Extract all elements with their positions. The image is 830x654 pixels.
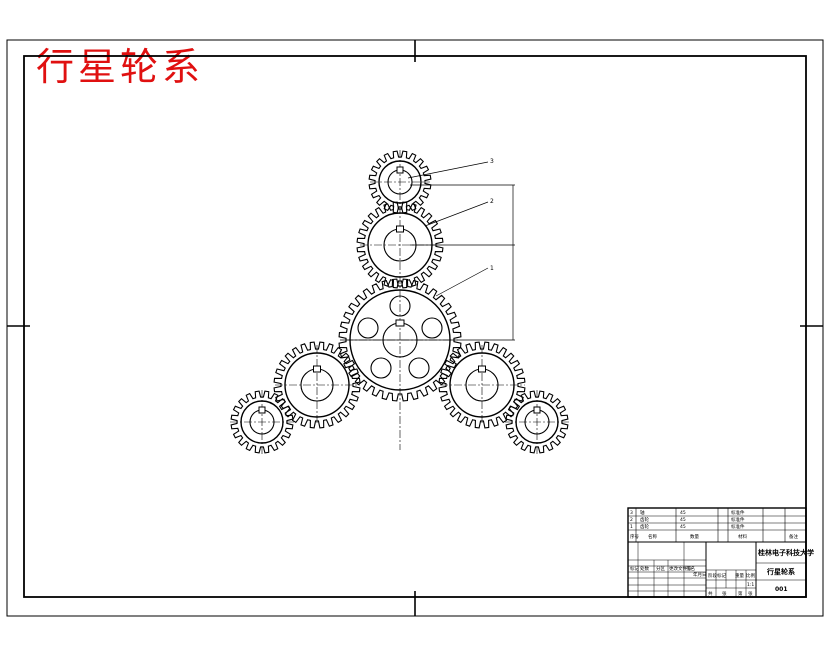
balloon-labels: 3 2 1 bbox=[490, 158, 494, 272]
parts-row-1-name: 齿轮 bbox=[640, 523, 649, 530]
sign-mark: 标记 bbox=[630, 565, 639, 572]
idler-gear-left bbox=[230, 390, 294, 454]
idler-gear-right bbox=[505, 390, 569, 454]
title-block bbox=[627, 507, 807, 598]
drawing-name: 行星轮系 bbox=[766, 567, 795, 576]
parts-row-2-material: 45 bbox=[680, 517, 686, 523]
parts-row-3-name: 轴 bbox=[640, 509, 645, 516]
balloon-3: 3 bbox=[490, 158, 494, 165]
school-name: 桂林电子科技大学 bbox=[757, 548, 814, 557]
sign-signature: 签名 bbox=[686, 565, 695, 572]
planet-gear-left bbox=[273, 341, 361, 429]
idler-gear-top bbox=[368, 150, 432, 214]
balloon-2: 2 bbox=[490, 198, 494, 205]
sheet-index-label: 第 bbox=[738, 590, 743, 597]
sheet-index-unit: 张 bbox=[748, 590, 753, 597]
title-block-text: 3 轴 45 标准件 2 齿轮 45 标准件 1 齿轮 45 标准件 序号 名称… bbox=[630, 509, 798, 597]
scale-label: 比例 bbox=[746, 572, 755, 579]
parts-row-1-material: 45 bbox=[680, 524, 686, 530]
gear-assembly bbox=[230, 150, 569, 454]
sheet-total-label: 共 bbox=[708, 590, 713, 597]
balloon-1: 1 bbox=[490, 265, 494, 272]
header-qty: 数量 bbox=[690, 533, 699, 540]
weight-label: 重量 bbox=[735, 572, 744, 579]
parts-row-2-note: 标准件 bbox=[731, 516, 745, 523]
scale-value: 1:1 bbox=[747, 582, 754, 588]
sign-count: 处数 bbox=[640, 565, 649, 572]
parts-row-2-name: 齿轮 bbox=[640, 516, 649, 523]
parts-row-1-note: 标准件 bbox=[731, 523, 745, 530]
parts-row-3-no: 3 bbox=[630, 510, 633, 516]
sun-gear-holes bbox=[357, 295, 443, 379]
sheet-total-unit: 张 bbox=[722, 590, 727, 597]
drawing-title: 行星轮系 bbox=[36, 45, 205, 89]
sign-zone: 分区 bbox=[656, 565, 665, 572]
parts-row-2-no: 2 bbox=[630, 517, 633, 523]
centering-marks bbox=[7, 40, 823, 616]
trim-frame bbox=[6, 39, 824, 617]
header-name: 名称 bbox=[648, 533, 657, 540]
sign-date: 年月日 bbox=[693, 571, 707, 578]
drawing-number: 001 bbox=[775, 586, 788, 593]
sign-change-no: 更改文件号 bbox=[669, 565, 692, 572]
stage-label: 阶段标记 bbox=[708, 572, 726, 579]
header-no: 序号 bbox=[630, 533, 639, 540]
planet-gear-right bbox=[438, 341, 526, 429]
header-note: 备注 bbox=[789, 533, 798, 540]
header-material: 材料 bbox=[738, 533, 747, 540]
title-block-main: 桂林电子科技大学 行星轮系 001 bbox=[757, 548, 814, 593]
leader-lines bbox=[340, 161, 515, 341]
parts-row-3-material: 45 bbox=[680, 510, 686, 516]
parts-row-1-no: 1 bbox=[630, 524, 633, 530]
parts-row-3-note: 标准件 bbox=[731, 509, 745, 516]
